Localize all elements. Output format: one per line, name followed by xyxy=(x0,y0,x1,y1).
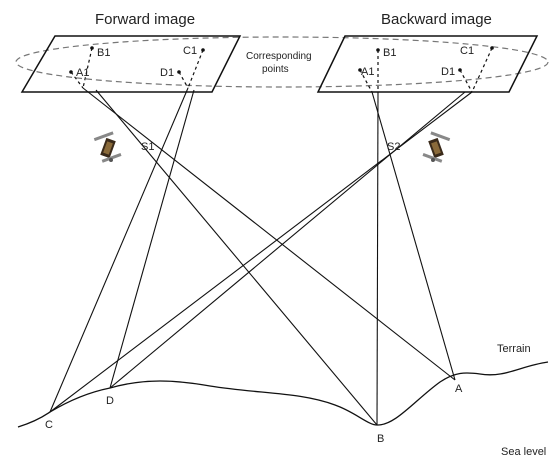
forward-label-a1: A1 xyxy=(76,67,89,79)
backward-point-c1 xyxy=(490,46,494,50)
forward-image-plane xyxy=(20,35,242,93)
satellite-icon xyxy=(93,131,122,163)
forward-point-a1 xyxy=(69,70,73,74)
corresponding-label-line1: Corresponding xyxy=(246,51,312,62)
backward-point-a1 xyxy=(358,68,362,72)
backward-point-b1 xyxy=(376,48,380,52)
ground-point-c: C xyxy=(45,419,53,431)
forward-point-c1 xyxy=(201,48,205,52)
backward-label-b1: B1 xyxy=(383,47,396,59)
corresponding-points-ellipse xyxy=(15,36,549,88)
backward-label-a1: A1 xyxy=(361,66,374,78)
backward-dashed-rays xyxy=(359,47,493,93)
backward-point-d1 xyxy=(458,68,462,72)
ground-point-a: A xyxy=(455,383,463,395)
perspective-center-s1: S1 xyxy=(141,141,154,153)
forward-label-d1: D1 xyxy=(160,67,174,79)
forward-label-c1: C1 xyxy=(183,45,197,57)
backward-image-title: Backward image xyxy=(381,11,492,28)
ground-point-d: D xyxy=(106,395,114,407)
forward-dashed-rays xyxy=(70,47,204,89)
terrain-curve xyxy=(17,361,549,428)
ground-point-b: B xyxy=(377,433,384,445)
backward-label-d1: D1 xyxy=(441,66,455,78)
forward-point-b1 xyxy=(90,46,94,50)
image-point-dots xyxy=(69,46,494,74)
backward-image-plane xyxy=(316,35,539,93)
backward-label-c1: C1 xyxy=(460,45,474,57)
projection-rays xyxy=(49,87,473,426)
corresponding-label-line2: points xyxy=(262,64,289,75)
perspective-center-s2: S2 xyxy=(387,141,400,153)
satellite-icon xyxy=(422,131,451,163)
sea-level-label: Sea level xyxy=(501,446,546,458)
forward-label-b1: B1 xyxy=(97,47,110,59)
forward-image-title: Forward image xyxy=(95,11,195,28)
terrain-label: Terrain xyxy=(497,343,531,355)
forward-point-d1 xyxy=(177,70,181,74)
